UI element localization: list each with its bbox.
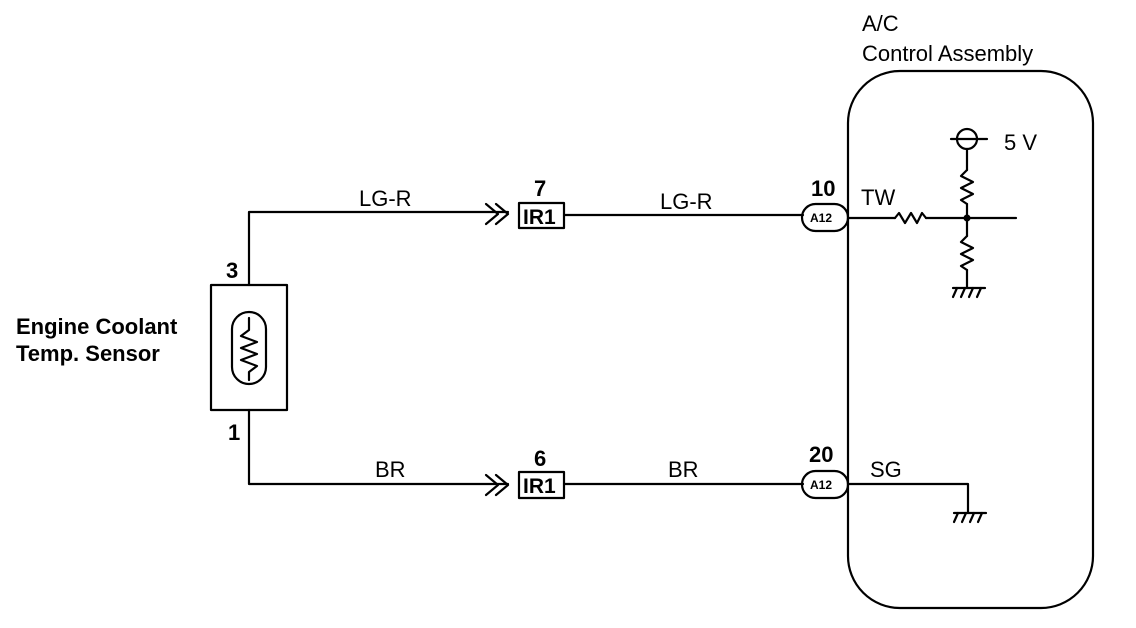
bottom-connector-pin: 20	[809, 442, 833, 467]
bottom-wire-color-right: BR	[668, 457, 699, 482]
top-junction-arrow	[484, 202, 500, 226]
bottom-junction-pin: 6	[534, 446, 546, 471]
top-connector-pin: 10	[811, 176, 835, 201]
top-wire-color-right: LG-R	[660, 189, 713, 214]
signal-sg-label: SG	[870, 457, 902, 482]
tw-resistor	[893, 211, 928, 225]
ground-icon-lower	[952, 511, 988, 524]
sensor-name-line1: Engine Coolant	[16, 314, 178, 339]
assembly-title-line2: Control Assembly	[862, 41, 1033, 66]
junction-dot	[963, 214, 971, 222]
bottom-junction-arrow-2	[494, 473, 510, 497]
top-wire-sensor-to-junction	[247, 210, 510, 287]
supply-voltage-label: 5 V	[1004, 130, 1037, 155]
signal-tw-label: TW	[861, 185, 895, 210]
thermistor-zigzag	[239, 316, 259, 382]
sensor-pin-bottom: 1	[228, 420, 240, 445]
control-assembly-outline	[846, 69, 1095, 610]
top-wire-color-left: LG-R	[359, 186, 412, 211]
bottom-wire-color-left: BR	[375, 457, 406, 482]
top-junction-arrow-2	[494, 202, 510, 226]
bottom-connector-label: A12	[810, 478, 832, 492]
bottom-junction-arrow	[484, 473, 500, 497]
bottom-wire-sensor-to-junction	[247, 408, 510, 486]
top-junction-label: IR1	[523, 206, 556, 229]
pullup-resistor	[959, 168, 975, 206]
bottom-junction-label: IR1	[523, 475, 556, 498]
thermistor-capsule	[230, 310, 268, 386]
assembly-title-line1: A/C	[862, 11, 899, 36]
sensor-box	[209, 283, 289, 412]
ground-icon-upper	[951, 286, 987, 299]
top-junction-pin: 7	[534, 176, 546, 201]
top-connector-label: A12	[810, 211, 832, 225]
pulldown-resistor	[959, 234, 975, 272]
sg-line	[846, 482, 970, 514]
sensor-pin-top: 3	[226, 258, 238, 283]
sensor-name-line2: Temp. Sensor	[16, 341, 160, 366]
